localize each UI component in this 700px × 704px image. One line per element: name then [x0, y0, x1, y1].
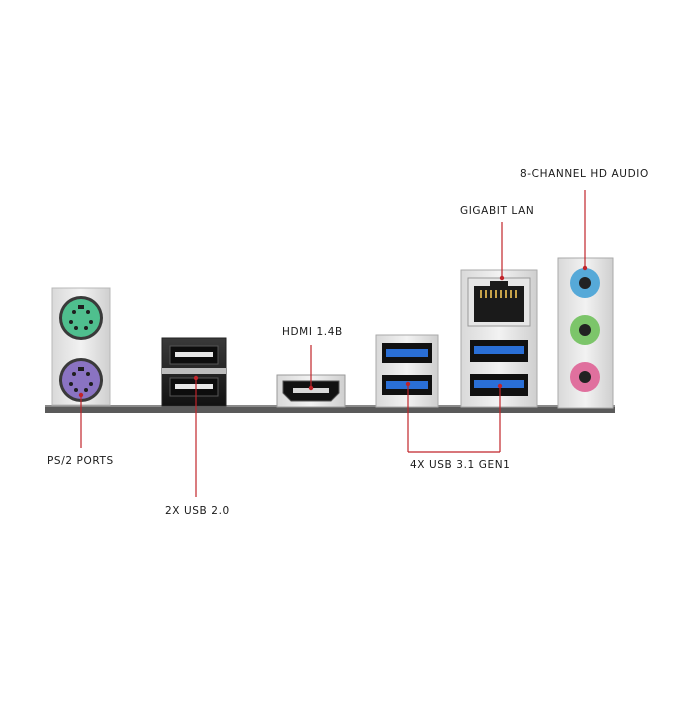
ps2-keyboard-port	[62, 361, 100, 399]
ps2-mouse-port	[62, 299, 100, 337]
label-usb-3-1: 4X USB 3.1 GEN1	[410, 459, 511, 471]
usb-port-icon	[161, 337, 227, 407]
callout-leader-lines	[80, 190, 586, 497]
ps2-port-icon	[51, 287, 111, 406]
usb-port-icon	[375, 334, 439, 408]
label-usb-2: 2X USB 2.0	[165, 505, 230, 517]
label-gigabit-lan: GIGABIT LAN	[460, 205, 535, 217]
audio-jack-icon	[557, 257, 614, 409]
io-shield-base	[45, 405, 615, 413]
label-hdmi: HDMI 1.4B	[282, 326, 343, 338]
label-8-channel-hd-audio: 8-CHANNEL HD AUDIO	[520, 168, 649, 180]
label-ps2-ports: PS/2 PORTS	[47, 455, 114, 467]
